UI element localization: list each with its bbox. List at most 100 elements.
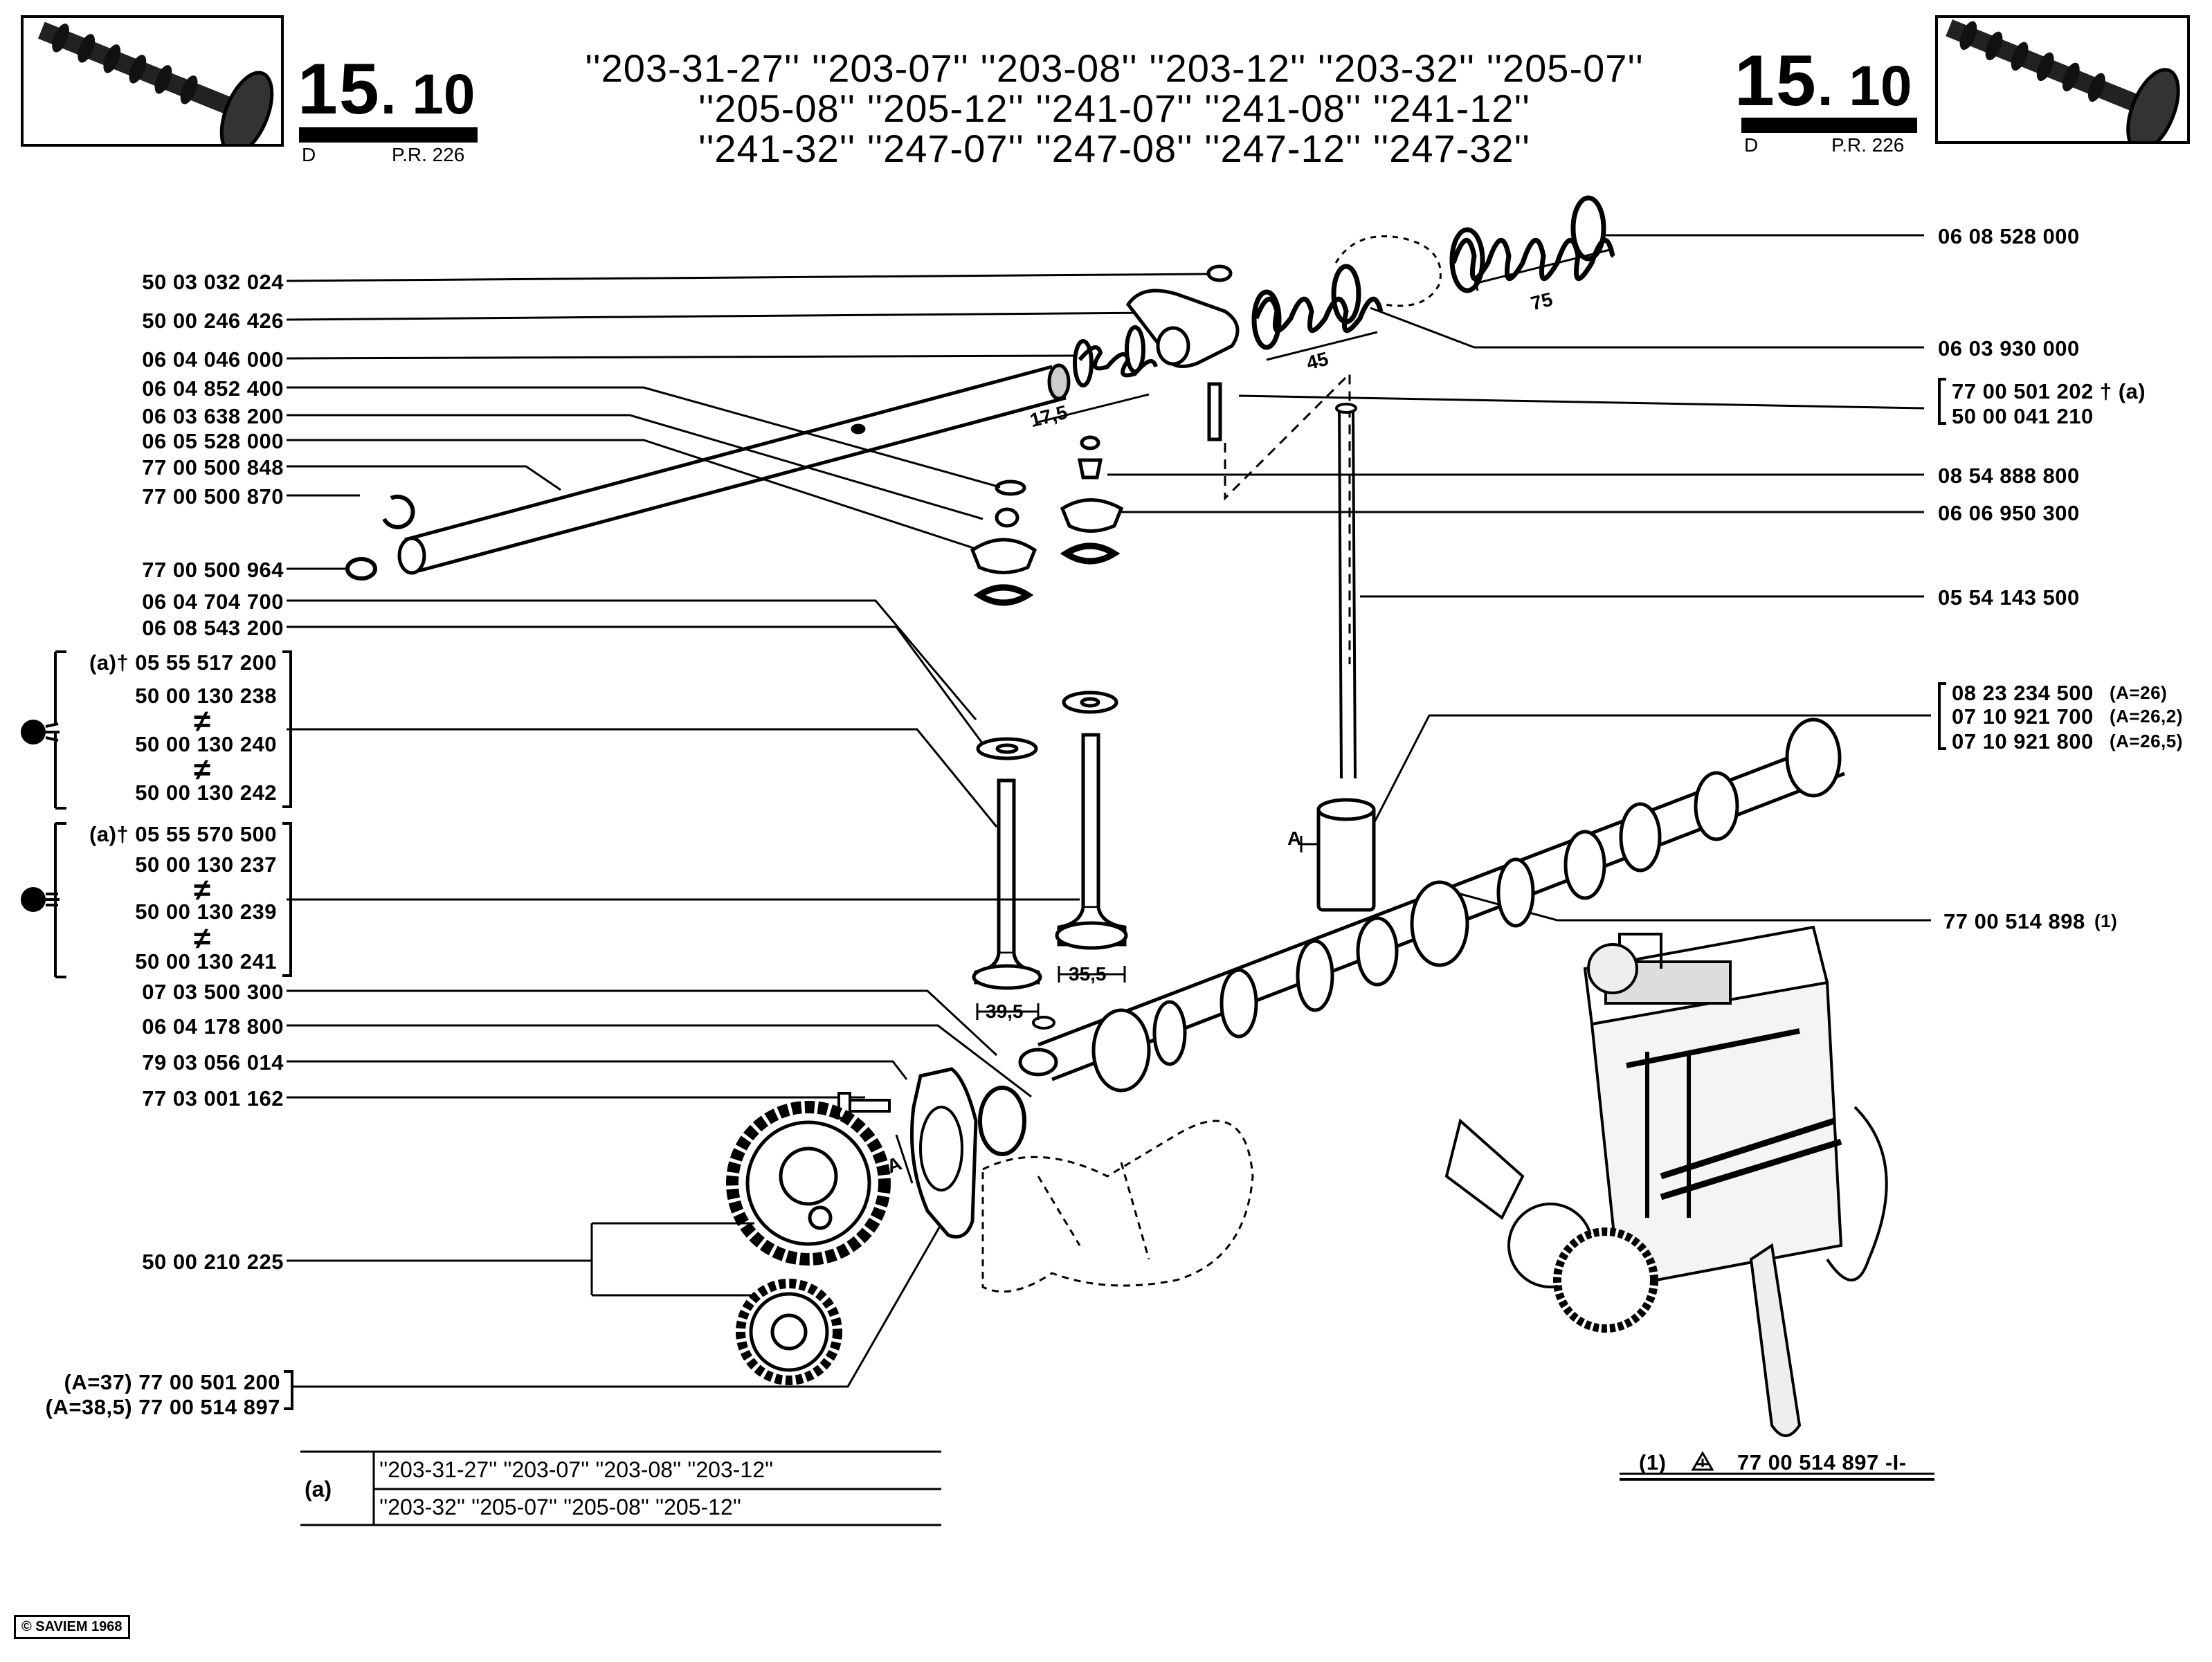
kit-part-number: 77 00 514 897 -I- xyxy=(1737,1450,1907,1474)
part-number: 50 00 246 426 xyxy=(142,309,284,333)
part-number: 50 00 130 240 xyxy=(135,732,277,756)
part-number: 06 08 543 200 xyxy=(142,616,284,640)
intake-icon xyxy=(21,887,60,912)
leader-line xyxy=(287,439,987,554)
leader-line xyxy=(1460,893,1931,922)
part-note: (A=26,5) xyxy=(2110,731,2183,751)
section-minor: . 10 xyxy=(1817,55,1912,118)
section-major: 15 xyxy=(298,49,381,129)
leader-line xyxy=(286,273,1208,282)
adjusting-screw xyxy=(1207,382,1222,441)
dimension-label: 39,5 xyxy=(986,1001,1024,1022)
dim-line-355 xyxy=(1058,966,1126,983)
dim-line-175 xyxy=(1037,393,1150,423)
part-number: 06 04 178 800 xyxy=(142,1014,284,1039)
not-equal-icon: ≠ xyxy=(194,704,211,738)
part-number: 06 04 046 000 xyxy=(142,347,284,372)
part-number: 77 00 500 964 xyxy=(142,558,284,582)
ghost-rocker xyxy=(1334,235,1442,307)
not-equal-icon: ≠ xyxy=(194,922,211,956)
part-number: 77 00 500 870 xyxy=(142,484,284,509)
part-number: 06 03 638 200 xyxy=(142,404,284,428)
part-number: 07 10 921 700 xyxy=(1952,704,2094,729)
thrust-plate xyxy=(910,1067,978,1239)
part-number: 05 54 143 500 xyxy=(1938,585,2080,610)
model-line: ''241-32'' ''247-07'' ''247-08'' ''247-1… xyxy=(698,127,1530,170)
copyright: © SAVIEM 1968 xyxy=(14,1615,130,1639)
leader-line xyxy=(287,414,983,520)
thumbnail-right xyxy=(1935,15,2190,144)
part-number: (a)† 05 55 517 200 xyxy=(89,650,277,675)
part-number: (A=38,5) 77 00 514 897 xyxy=(45,1395,280,1419)
part-number: 50 00 130 242 xyxy=(135,780,277,805)
part-number: 77 03 001 162 xyxy=(142,1086,284,1111)
washer xyxy=(345,557,377,581)
leader-line xyxy=(1370,307,1924,349)
leader-line xyxy=(287,1060,908,1080)
part-note: (1) xyxy=(2094,911,2118,931)
group-brace xyxy=(282,650,292,808)
part-number: 06 06 950 300 xyxy=(1938,501,2080,525)
model-list: ''203-31-27'' ''203-07'' ''203-08'' ''20… xyxy=(540,48,1689,169)
group-brace xyxy=(284,1370,293,1410)
part-number: 07 10 921 800 xyxy=(1952,729,2094,754)
tappet xyxy=(1316,798,1376,912)
leader-line xyxy=(286,354,1077,360)
dim-line-45 xyxy=(1266,331,1378,361)
part-number: 50 00 130 241 xyxy=(135,949,277,974)
section-letter-left: D xyxy=(302,144,316,165)
camshaft xyxy=(1018,718,1845,1093)
spring-spacer-45 xyxy=(1251,264,1384,350)
valve-stack-exhaust xyxy=(970,480,1042,990)
model-line: ''205-08'' ''205-12'' ''241-07'' ''241-0… xyxy=(698,86,1530,130)
engine-block-ghost xyxy=(981,1120,1254,1293)
camshaft-thumbnail-icon xyxy=(1946,19,2180,141)
part-number: 50 00 130 239 xyxy=(135,900,277,924)
part-number: 77 00 501 202 † (a) xyxy=(1952,379,2146,403)
part-number: 50 00 041 210 xyxy=(1952,404,2094,428)
part-number: 77 00 500 848 xyxy=(142,455,284,480)
group-brace xyxy=(1938,682,1946,750)
section-letter-right: D xyxy=(1744,134,1759,156)
part-number: 50 00 130 238 xyxy=(135,684,277,708)
engine-overview xyxy=(1444,925,1888,1437)
leader-line xyxy=(286,311,1150,321)
part-number: 06 05 528 000 xyxy=(142,429,284,453)
dim-line-395 xyxy=(976,1003,1040,1020)
guide-dashed xyxy=(1224,371,1351,664)
page-ref-right: P.R. 226 xyxy=(1831,134,1905,156)
section-number-left: 15. 10 xyxy=(298,48,475,131)
not-equal-icon: ≠ xyxy=(194,873,211,907)
part-number: 79 03 056 014 xyxy=(142,1050,284,1075)
model-line: ''203-31-27'' ''203-07'' ''203-08'' ''20… xyxy=(585,46,1644,90)
header-bar-left xyxy=(299,127,478,143)
part-number: 06 03 930 000 xyxy=(1938,336,2080,360)
part-number: (a)† 05 55 570 500 xyxy=(89,822,277,846)
timing-gear-small xyxy=(736,1279,842,1385)
kit-ref: (1) xyxy=(1639,1450,1667,1474)
spring-spacer-small xyxy=(1073,325,1158,387)
woodruff-key xyxy=(1032,1016,1055,1030)
footnote-key: (a) xyxy=(305,1477,332,1501)
rocker-shaft xyxy=(397,363,1071,575)
part-number: 06 04 852 400 xyxy=(142,376,284,401)
footnote-row: ''203-32'' ''205-07'' ''205-08'' ''205-1… xyxy=(379,1495,741,1519)
part-note: (A=26) xyxy=(2110,682,2168,703)
leader-line xyxy=(287,625,984,745)
section-minor: . 10 xyxy=(380,63,475,126)
leader-line xyxy=(287,465,561,491)
table-rule xyxy=(300,1450,941,1526)
dim-line-a xyxy=(1300,836,1318,852)
dim-line-75 xyxy=(1473,241,1614,291)
dimension-label: A xyxy=(1287,828,1302,849)
header-bar-right xyxy=(1741,118,1917,133)
part-number: 77 00 514 898 xyxy=(1943,909,2085,933)
footnote-row: ''203-31-27'' ''203-07'' ''203-08'' ''20… xyxy=(379,1457,774,1482)
dim-a-arrow xyxy=(895,1134,914,1184)
part-number: (A=37) 77 00 501 200 xyxy=(64,1370,280,1394)
section-number-right: 15. 10 xyxy=(1734,40,1912,122)
leader-line xyxy=(1372,714,1931,824)
leader-line xyxy=(1238,394,1925,410)
rocker-arm xyxy=(1125,264,1240,368)
